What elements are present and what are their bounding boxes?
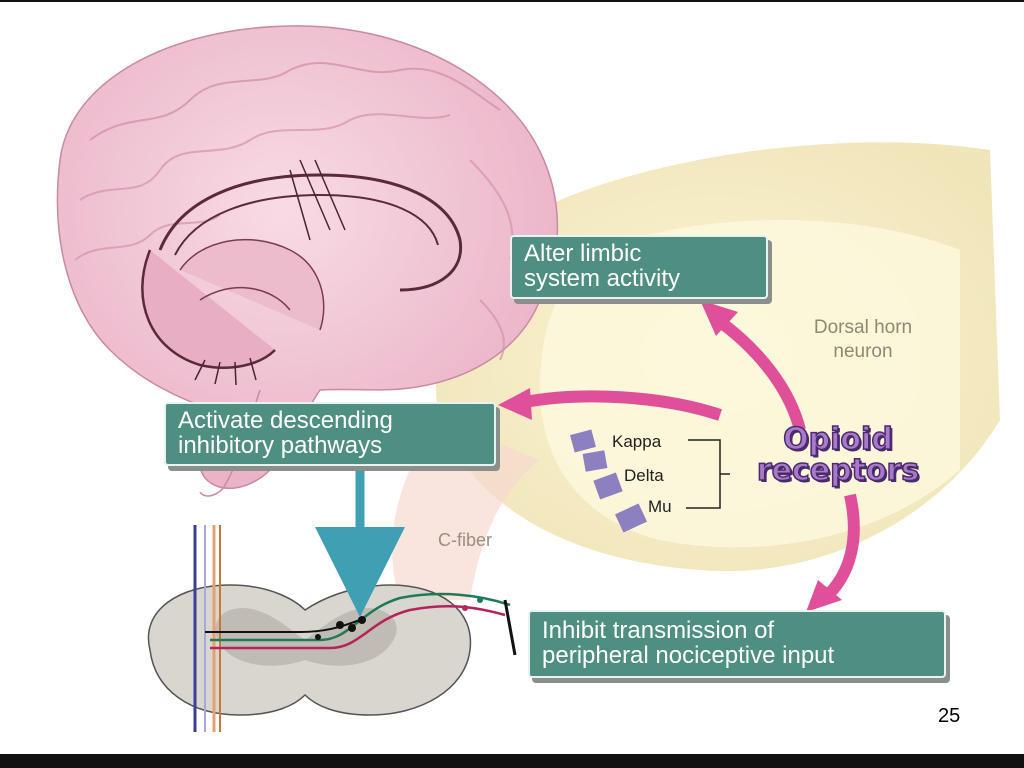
dorsal-horn-line: Dorsal horn <box>813 317 913 338</box>
spinal-cord <box>147 525 517 732</box>
dorsal-horn-label: Dorsal horn neuron <box>788 316 938 364</box>
opioid-title-line: receptors <box>756 453 920 488</box>
receptor-icons <box>570 429 648 533</box>
label-line: peripheral nociceptive input <box>542 642 835 669</box>
label-line: system activity <box>524 265 681 292</box>
label-alter-limbic: Alter limbic system activity <box>510 235 768 299</box>
receptor-delta: Delta <box>624 466 664 485</box>
opioid-title-line: Opioid <box>782 422 893 457</box>
brain <box>56 25 559 497</box>
dorsal-horn-line: neuron <box>833 341 893 362</box>
top-border <box>0 0 1024 2</box>
receptor-kappa: Kappa <box>612 432 662 451</box>
receptor-bracket <box>686 439 730 509</box>
bottom-border <box>0 754 1024 768</box>
opioid-receptors-title: Opioid receptors <box>736 422 940 488</box>
label-line: Alter limbic <box>524 240 642 267</box>
c-fiber-label: C-fiber <box>438 530 493 550</box>
label-line: Activate descending <box>178 407 393 434</box>
pink-arrows <box>498 300 860 612</box>
page-number: 25 <box>938 705 961 727</box>
receptor-mu: Mu <box>648 497 672 516</box>
label-activate-descending: Activate descending inhibitory pathways <box>164 402 496 466</box>
label-line: inhibitory pathways <box>178 432 383 459</box>
label-inhibit-transmission: Inhibit transmission of peripheral nocic… <box>528 610 946 678</box>
label-line: Inhibit transmission of <box>542 617 775 644</box>
